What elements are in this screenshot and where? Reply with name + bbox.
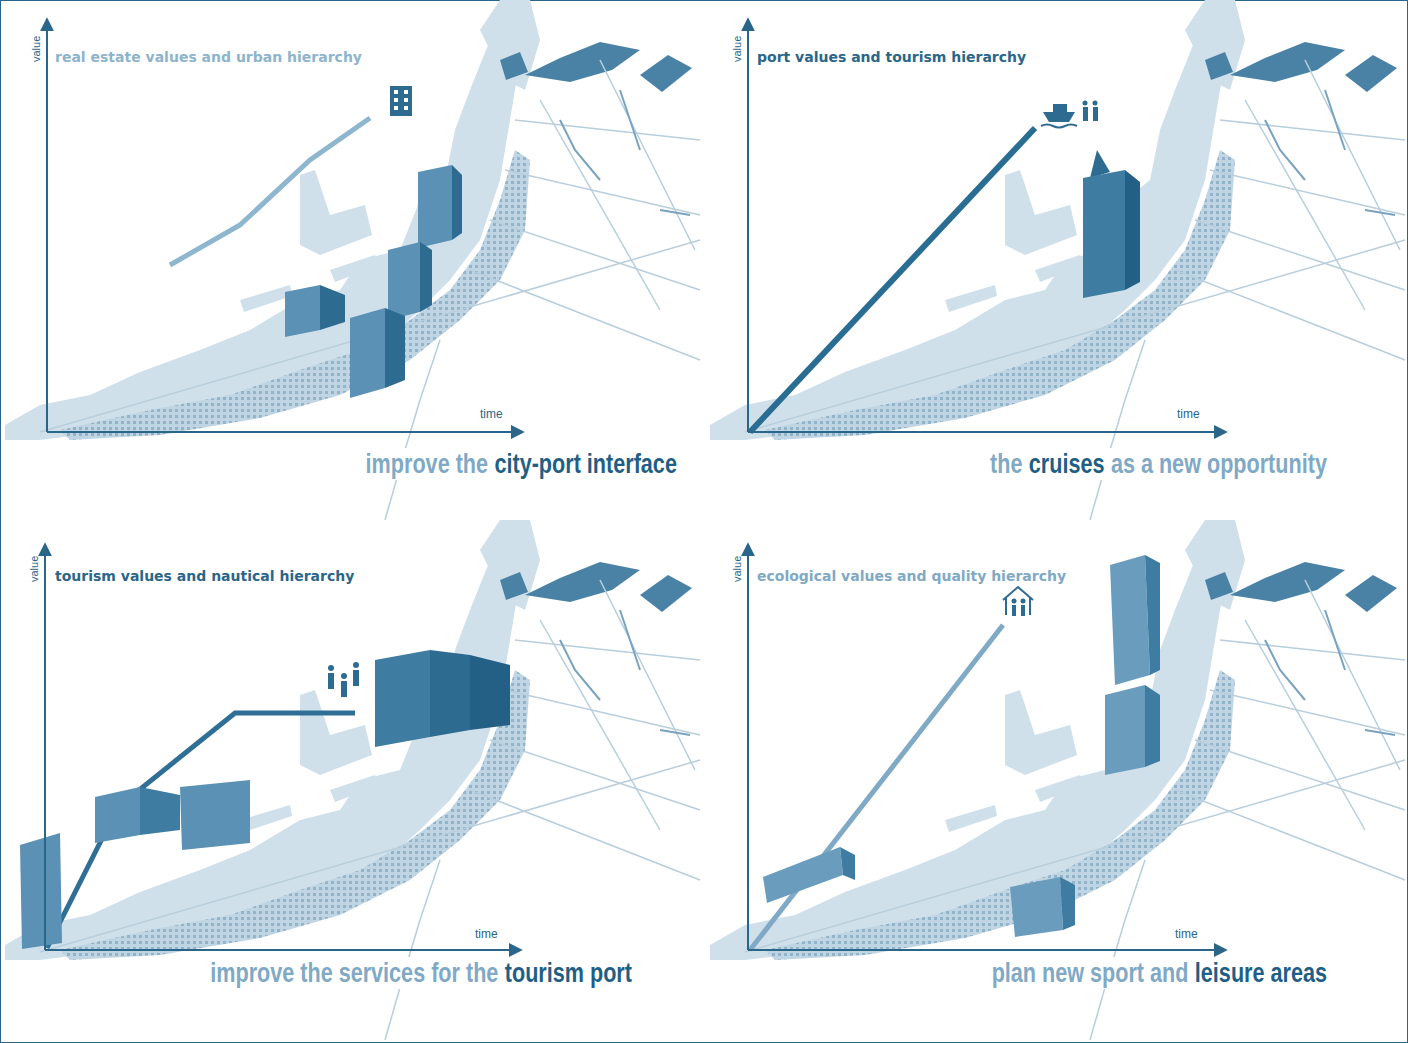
time-axis bbox=[47, 431, 522, 433]
value-axis bbox=[747, 545, 749, 950]
map bbox=[5, 520, 700, 1040]
axis-label: time bbox=[478, 407, 505, 421]
caption-part: tourism port bbox=[505, 957, 632, 989]
caption-part: city-port interface bbox=[494, 448, 676, 480]
caption-part: plan new sport and bbox=[991, 957, 1188, 989]
axis-label: value bbox=[28, 556, 40, 582]
caption-part: cruises bbox=[1029, 448, 1105, 480]
map bbox=[710, 0, 1405, 520]
house-icon bbox=[1003, 587, 1033, 616]
axis-label: time bbox=[473, 927, 500, 941]
panel-leisure bbox=[710, 520, 1405, 1040]
caption-part: leisure areas bbox=[1195, 957, 1327, 989]
buildings bbox=[1083, 150, 1140, 298]
panel-caption: improve the services for thetourism port bbox=[207, 957, 635, 989]
time-axis bbox=[45, 949, 520, 951]
panel-caption: thecruisesas a new opportunity bbox=[987, 448, 1330, 480]
panel-heading: tourism values and nautical hierarchy bbox=[55, 568, 354, 585]
panel-heading: ecological values and quality hierarchy bbox=[757, 568, 1066, 585]
building-icon bbox=[390, 86, 412, 116]
panel-caption: plan new sport andleisure areas bbox=[988, 957, 1330, 989]
panel-caption: improve thecity-port interface bbox=[362, 448, 680, 480]
value-axis bbox=[747, 20, 749, 432]
panel-tourism-port bbox=[5, 520, 700, 1040]
caption-part: as a new opportunity bbox=[1111, 448, 1327, 480]
panel-heading: real estate values and urban hierarchy bbox=[55, 49, 362, 66]
value-line bbox=[750, 128, 1035, 432]
axis-label: time bbox=[1175, 407, 1202, 421]
axis-label: value bbox=[731, 36, 743, 62]
value-line bbox=[750, 625, 1003, 950]
value-axis bbox=[46, 20, 48, 432]
map bbox=[710, 520, 1405, 1040]
buildings bbox=[763, 555, 1160, 937]
people-icon bbox=[328, 662, 359, 697]
caption-part: the bbox=[990, 448, 1022, 480]
axis-label: value bbox=[30, 36, 42, 62]
panel-real-estate bbox=[5, 0, 700, 520]
time-axis bbox=[748, 949, 1225, 951]
caption-part: improve the services for the bbox=[210, 957, 498, 989]
time-axis bbox=[748, 431, 1225, 433]
map bbox=[5, 0, 700, 520]
caption-part: improve the bbox=[366, 448, 488, 480]
value-axis bbox=[44, 545, 46, 950]
axis-label: value bbox=[731, 556, 743, 582]
panel-heading: port values and tourism hierarchy bbox=[757, 49, 1026, 66]
axis-label: time bbox=[1173, 927, 1200, 941]
cruise-icon bbox=[1041, 101, 1098, 128]
value-line bbox=[170, 118, 370, 265]
panel-cruises bbox=[710, 0, 1405, 520]
buildings bbox=[20, 650, 510, 949]
value-line bbox=[47, 713, 355, 948]
buildings bbox=[285, 165, 462, 398]
